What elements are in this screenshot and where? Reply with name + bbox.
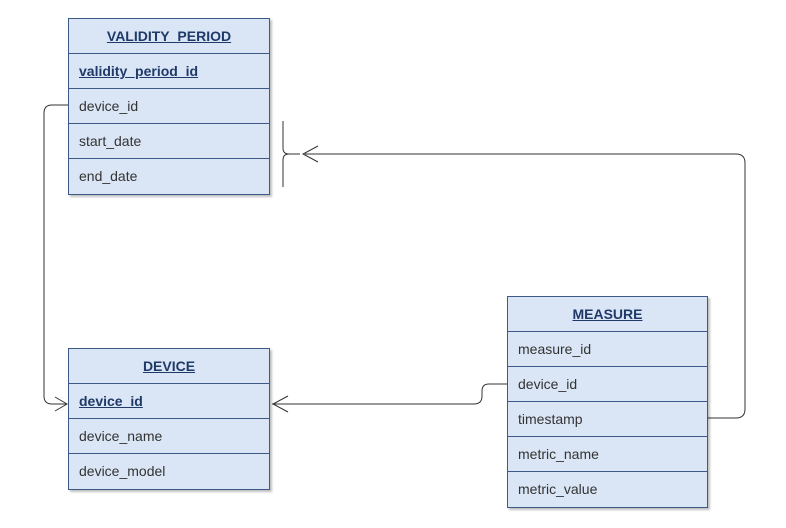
field-device-id: device_id (508, 367, 707, 402)
field-timestamp: timestamp (508, 402, 707, 437)
entity-validity-period[interactable]: VALIDITY_PERIOD validity_period_id devic… (68, 18, 270, 195)
brace-validity-dates (282, 121, 300, 187)
entity-title: VALIDITY_PERIOD (69, 19, 269, 54)
edge-measure-validity (305, 153, 746, 419)
arrowhead-device-right (271, 395, 289, 413)
field-device-name: device_name (69, 419, 269, 454)
edge-validity-device (43, 104, 68, 405)
field-metric-name: metric_name (508, 437, 707, 472)
field-device-id: device_id (69, 384, 269, 419)
field-device-id: device_id (69, 89, 269, 124)
field-validity-period-id: validity_period_id (69, 54, 269, 89)
field-end-date: end_date (79, 168, 138, 184)
field-metric-value: metric_value (518, 481, 598, 497)
entity-title: MEASURE (508, 297, 707, 332)
field-measure-id: measure_id (508, 332, 707, 367)
field-start-date: start_date (69, 124, 269, 159)
entity-title: DEVICE (69, 349, 269, 384)
field-device-model: device_model (79, 463, 166, 479)
arrowhead-device-left (54, 396, 68, 412)
edge-measure-device (272, 383, 507, 405)
entity-device[interactable]: DEVICE device_id device_name device_mode… (68, 348, 270, 490)
entity-measure[interactable]: MEASURE measure_id device_id timestamp m… (507, 296, 708, 508)
arrowhead-validity (301, 145, 319, 163)
